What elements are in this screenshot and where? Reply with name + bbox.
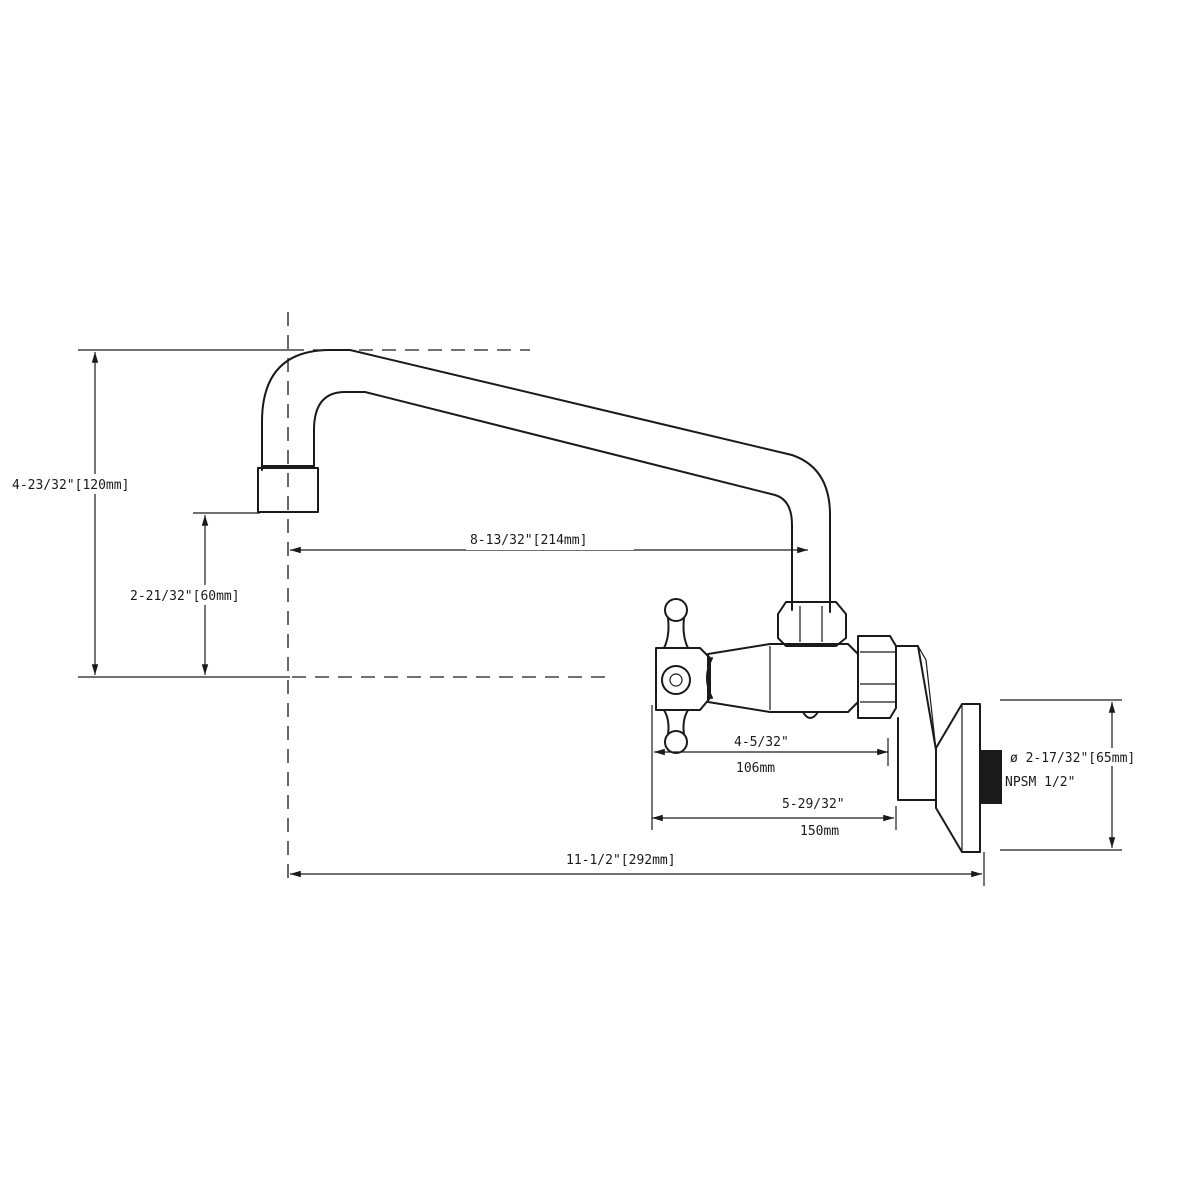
wall-flange [935, 703, 1002, 853]
overall-height-label: 4-23/32"[120mm] [12, 478, 129, 493]
valve-body [706, 643, 859, 719]
coupling-nut [857, 635, 897, 719]
flange-diameter-label: ø 2-17/32"[65mm] [1010, 751, 1135, 766]
reference-lines [78, 312, 605, 885]
valve-reach-inch-label: 4-5/32" [734, 735, 789, 750]
swivel-nut [777, 601, 847, 647]
flange-reach-mm-label: 150mm [800, 824, 839, 839]
wall-bracket [895, 645, 937, 801]
dimension-lines [91, 352, 1122, 886]
spout-reach-label: 8-13/32"[214mm] [470, 533, 587, 548]
spout-height-label: 2-21/32"[60mm] [130, 589, 240, 604]
cross-handle [655, 598, 711, 754]
faucet-spout [257, 349, 831, 613]
valve-reach-mm-label: 106mm [736, 761, 775, 776]
total-length-label: 11-1/2"[292mm] [566, 853, 676, 868]
flange-reach-inch-label: 5-29/32" [782, 797, 845, 812]
dimension-labels: 4-23/32"[120mm] 2-21/32"[60mm] 8-13/32"[… [8, 474, 1198, 870]
inlet-thread-label: NPSM 1/2" [1005, 775, 1075, 790]
